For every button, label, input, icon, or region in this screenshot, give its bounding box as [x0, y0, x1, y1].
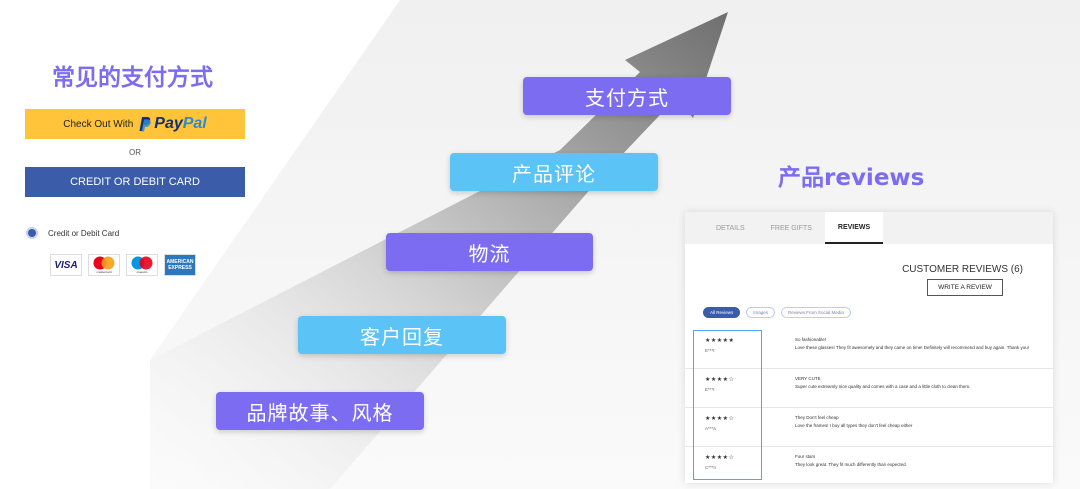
review-body: Love the frames! I buy all types they do… — [795, 423, 913, 428]
maestro-logo-icon: maestro — [126, 254, 158, 276]
visa-logo-icon: VISA — [50, 254, 82, 276]
review-author: E***t — [705, 348, 715, 353]
review-filters: All Reviews Images Reviews From Social M… — [703, 307, 851, 318]
radio-selected-icon[interactable] — [26, 227, 38, 239]
review-list: ★★★★★ E***t So fashionable! Love these g… — [685, 330, 1053, 483]
step-customer-reply: 客户回复 — [298, 316, 506, 354]
review-title: Four stars — [795, 454, 816, 459]
visa-text: VISA — [54, 259, 78, 271]
payment-methods-heading: 常见的支付方式 — [52, 65, 213, 91]
review-item: ★★★★☆ E***t VERY CUTE Super cute extream… — [685, 369, 1053, 408]
maestro-circles — [131, 256, 153, 270]
review-body: Super cute extreamly nice quality and co… — [795, 384, 971, 389]
review-body: They look great. They fit much different… — [795, 462, 907, 467]
paypal-logo-pal: Pal — [182, 115, 207, 132]
tab-free-gifts[interactable]: FREE GIFTS — [770, 224, 812, 232]
filter-images[interactable]: Images — [746, 307, 776, 318]
review-stars: ★★★★☆ — [705, 455, 735, 461]
review-title: So fashionable! — [795, 337, 827, 342]
card-logos: VISA mastercard maestro AMERICAN EXPRESS — [50, 254, 196, 276]
review-item: ★★★★☆ A***a They Don't feel cheap Love t… — [685, 408, 1053, 447]
radio-label: Credit or Debit Card — [48, 228, 120, 238]
mastercard-text: mastercard — [96, 270, 112, 274]
review-body: Love these glasses! They fit awesomely a… — [795, 345, 1029, 350]
paypal-logo-pay: Pay — [154, 115, 183, 132]
customer-reviews-title: CUSTOMER REVIEWS (6) — [902, 264, 1023, 275]
reviews-tabs: DETAILS FREE GIFTS REVIEWS — [685, 212, 1053, 244]
filter-all-reviews[interactable]: All Reviews — [703, 307, 741, 318]
step-logistics: 物流 — [386, 233, 593, 271]
card-radio-option[interactable]: Credit or Debit Card — [26, 227, 119, 239]
maestro-text: maestro — [136, 270, 148, 274]
review-stars: ★★★★☆ — [705, 416, 735, 422]
tab-details[interactable]: DETAILS — [716, 224, 745, 232]
mastercard-circles — [93, 256, 115, 270]
paypal-p-icon — [139, 117, 151, 132]
review-item: ★★★★★ E***t So fashionable! Love these g… — [685, 330, 1053, 369]
review-author: E***t — [705, 387, 715, 392]
paypal-prefix: Check Out With — [63, 118, 134, 130]
review-title: VERY CUTE — [795, 376, 821, 381]
review-author: A***a — [705, 426, 716, 431]
write-review-button[interactable]: WRITE A REVIEW — [927, 279, 1003, 296]
step-payment-methods: 支付方式 — [523, 77, 731, 115]
step-brand-story: 品牌故事、风格 — [216, 392, 424, 430]
tab-reviews[interactable]: REVIEWS — [824, 212, 884, 244]
review-stars: ★★★★★ — [705, 338, 735, 344]
step-product-reviews: 产品评论 — [450, 153, 658, 191]
review-title: They Don't feel cheap — [795, 415, 839, 420]
mastercard-logo-icon: mastercard — [88, 254, 120, 276]
amex-logo-icon: AMERICAN EXPRESS — [164, 254, 196, 276]
review-stars: ★★★★☆ — [705, 377, 735, 383]
review-author: C***n — [705, 465, 717, 470]
credit-debit-card-button[interactable]: CREDIT OR DEBIT CARD — [25, 167, 245, 197]
review-item: ★★★★☆ C***n Four stars They look great. … — [685, 447, 1053, 483]
or-separator: OR — [129, 148, 141, 157]
reviews-panel: DETAILS FREE GIFTS REVIEWS CUSTOMER REVI… — [685, 212, 1053, 483]
filter-social-media[interactable]: Reviews From Social Media — [781, 307, 851, 318]
product-reviews-heading: 产品reviews — [778, 165, 925, 191]
